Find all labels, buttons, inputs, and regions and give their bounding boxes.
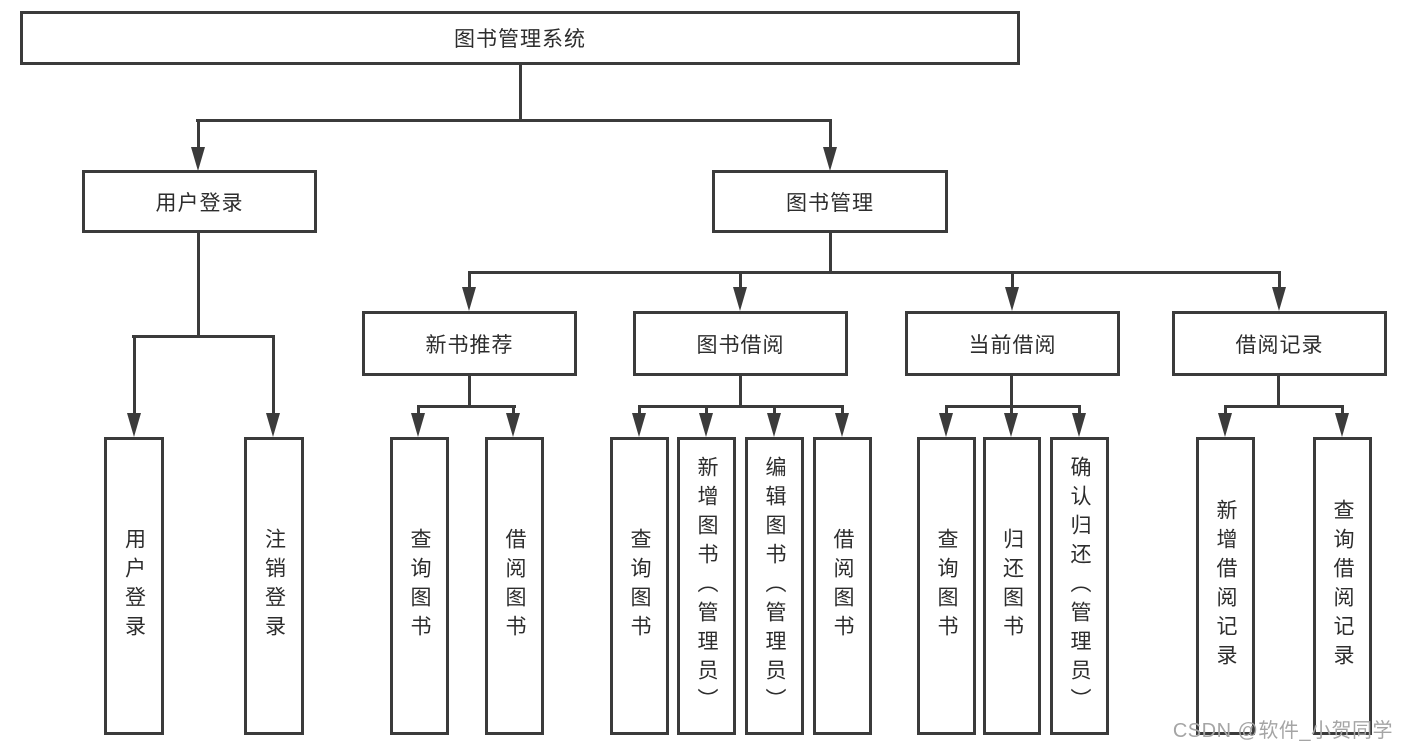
connector-line (1011, 271, 1014, 288)
arrow-down-icon (411, 413, 425, 437)
node-borrowing-records: 借阅记录 (1172, 311, 1387, 376)
leaf-label: 确认归还（管理员） (1068, 455, 1091, 717)
connector-line (1078, 405, 1081, 415)
connector-line (272, 335, 275, 413)
connector-line (841, 405, 844, 415)
connector-line (829, 233, 832, 273)
connector-line (468, 271, 471, 288)
arrow-down-icon (1272, 287, 1286, 311)
arrow-down-icon (823, 147, 837, 171)
connector-line (1277, 376, 1280, 407)
leaf-query-books-current: 查询图书 (917, 437, 976, 735)
connector-line (705, 405, 708, 415)
watermark: CSDN @软件_小贺同学 (1172, 720, 1393, 742)
node-book-borrowing: 图书借阅 (633, 311, 848, 376)
arrow-down-icon (506, 413, 520, 437)
connector-line (468, 376, 471, 407)
arrow-down-icon (127, 413, 141, 437)
arrow-down-icon (1072, 413, 1086, 437)
leaf-label: 查询借阅记录 (1331, 499, 1354, 673)
leaf-label: 归还图书 (1000, 528, 1024, 644)
leaf-query-borrow-record: 查询借阅记录 (1313, 437, 1372, 735)
leaf-label: 新增借阅记录 (1214, 499, 1237, 673)
leaf-return-book: 归还图书 (983, 437, 1041, 735)
leaf-add-book-admin: 新增图书（管理员） (677, 437, 736, 735)
leaf-label: 编辑图书（管理员） (763, 455, 786, 717)
arrow-down-icon (939, 413, 953, 437)
connector-line (132, 335, 274, 338)
arrow-down-icon (767, 413, 781, 437)
arrow-down-icon (835, 413, 849, 437)
leaf-edit-book-admin: 编辑图书（管理员） (745, 437, 804, 735)
connector-line (638, 405, 844, 408)
leaf-confirm-return-admin: 确认归还（管理员） (1050, 437, 1109, 735)
connector-line (519, 65, 522, 121)
leaf-query-books-borrowing: 查询图书 (610, 437, 669, 735)
leaf-label: 查询图书 (628, 528, 651, 644)
leaf-borrow-books-recommend: 借阅图书 (485, 437, 544, 735)
leaf-user-login: 用户登录 (104, 437, 164, 735)
connector-line (773, 405, 776, 415)
connector-line (945, 405, 948, 415)
leaf-label: 借阅图书 (503, 528, 526, 644)
leaf-label: 查询图书 (408, 528, 431, 644)
leaf-add-borrow-record: 新增借阅记录 (1196, 437, 1255, 735)
arrow-down-icon (1004, 413, 1018, 437)
connector-line (196, 119, 832, 122)
leaf-borrow-books-borrowing: 借阅图书 (813, 437, 872, 735)
connector-line (739, 376, 742, 407)
connector-line (945, 405, 1081, 408)
leaf-label: 查询图书 (935, 528, 958, 644)
node-current-borrowing: 当前借阅 (905, 311, 1120, 376)
connector-line (512, 405, 515, 415)
arrow-down-icon (1335, 413, 1349, 437)
arrow-down-icon (1218, 413, 1232, 437)
connector-line (1341, 405, 1344, 415)
leaf-label: 借阅图书 (831, 528, 854, 644)
connector-line (1224, 405, 1227, 415)
node-book-management: 图书管理 (712, 170, 948, 233)
connector-line (1010, 376, 1013, 407)
arrow-down-icon (1005, 287, 1019, 311)
arrow-down-icon (733, 287, 747, 311)
connector-line (468, 271, 1281, 274)
connector-line (1278, 271, 1281, 288)
connector-line (197, 233, 200, 337)
arrow-down-icon (699, 413, 713, 437)
connector-line (133, 335, 136, 413)
leaf-logout: 注销登录 (244, 437, 304, 735)
leaf-label: 注销登录 (262, 528, 286, 644)
arrow-down-icon (191, 147, 205, 171)
leaf-label: 新增图书（管理员） (695, 455, 718, 717)
connector-line (829, 119, 832, 149)
node-new-book-recommendation: 新书推荐 (362, 311, 577, 376)
node-user-login: 用户登录 (82, 170, 317, 233)
node-library-system: 图书管理系统 (20, 11, 1020, 65)
connector-line (197, 119, 200, 149)
leaf-label: 用户登录 (122, 528, 146, 644)
connector-line (417, 405, 516, 408)
connector-line (417, 405, 420, 415)
leaf-query-books-recommend: 查询图书 (390, 437, 449, 735)
connector-line (1010, 405, 1013, 415)
arrow-down-icon (462, 287, 476, 311)
connector-line (638, 405, 641, 415)
connector-line (1224, 405, 1344, 408)
arrow-down-icon (632, 413, 646, 437)
connector-line (739, 271, 742, 288)
arrow-down-icon (266, 413, 280, 437)
